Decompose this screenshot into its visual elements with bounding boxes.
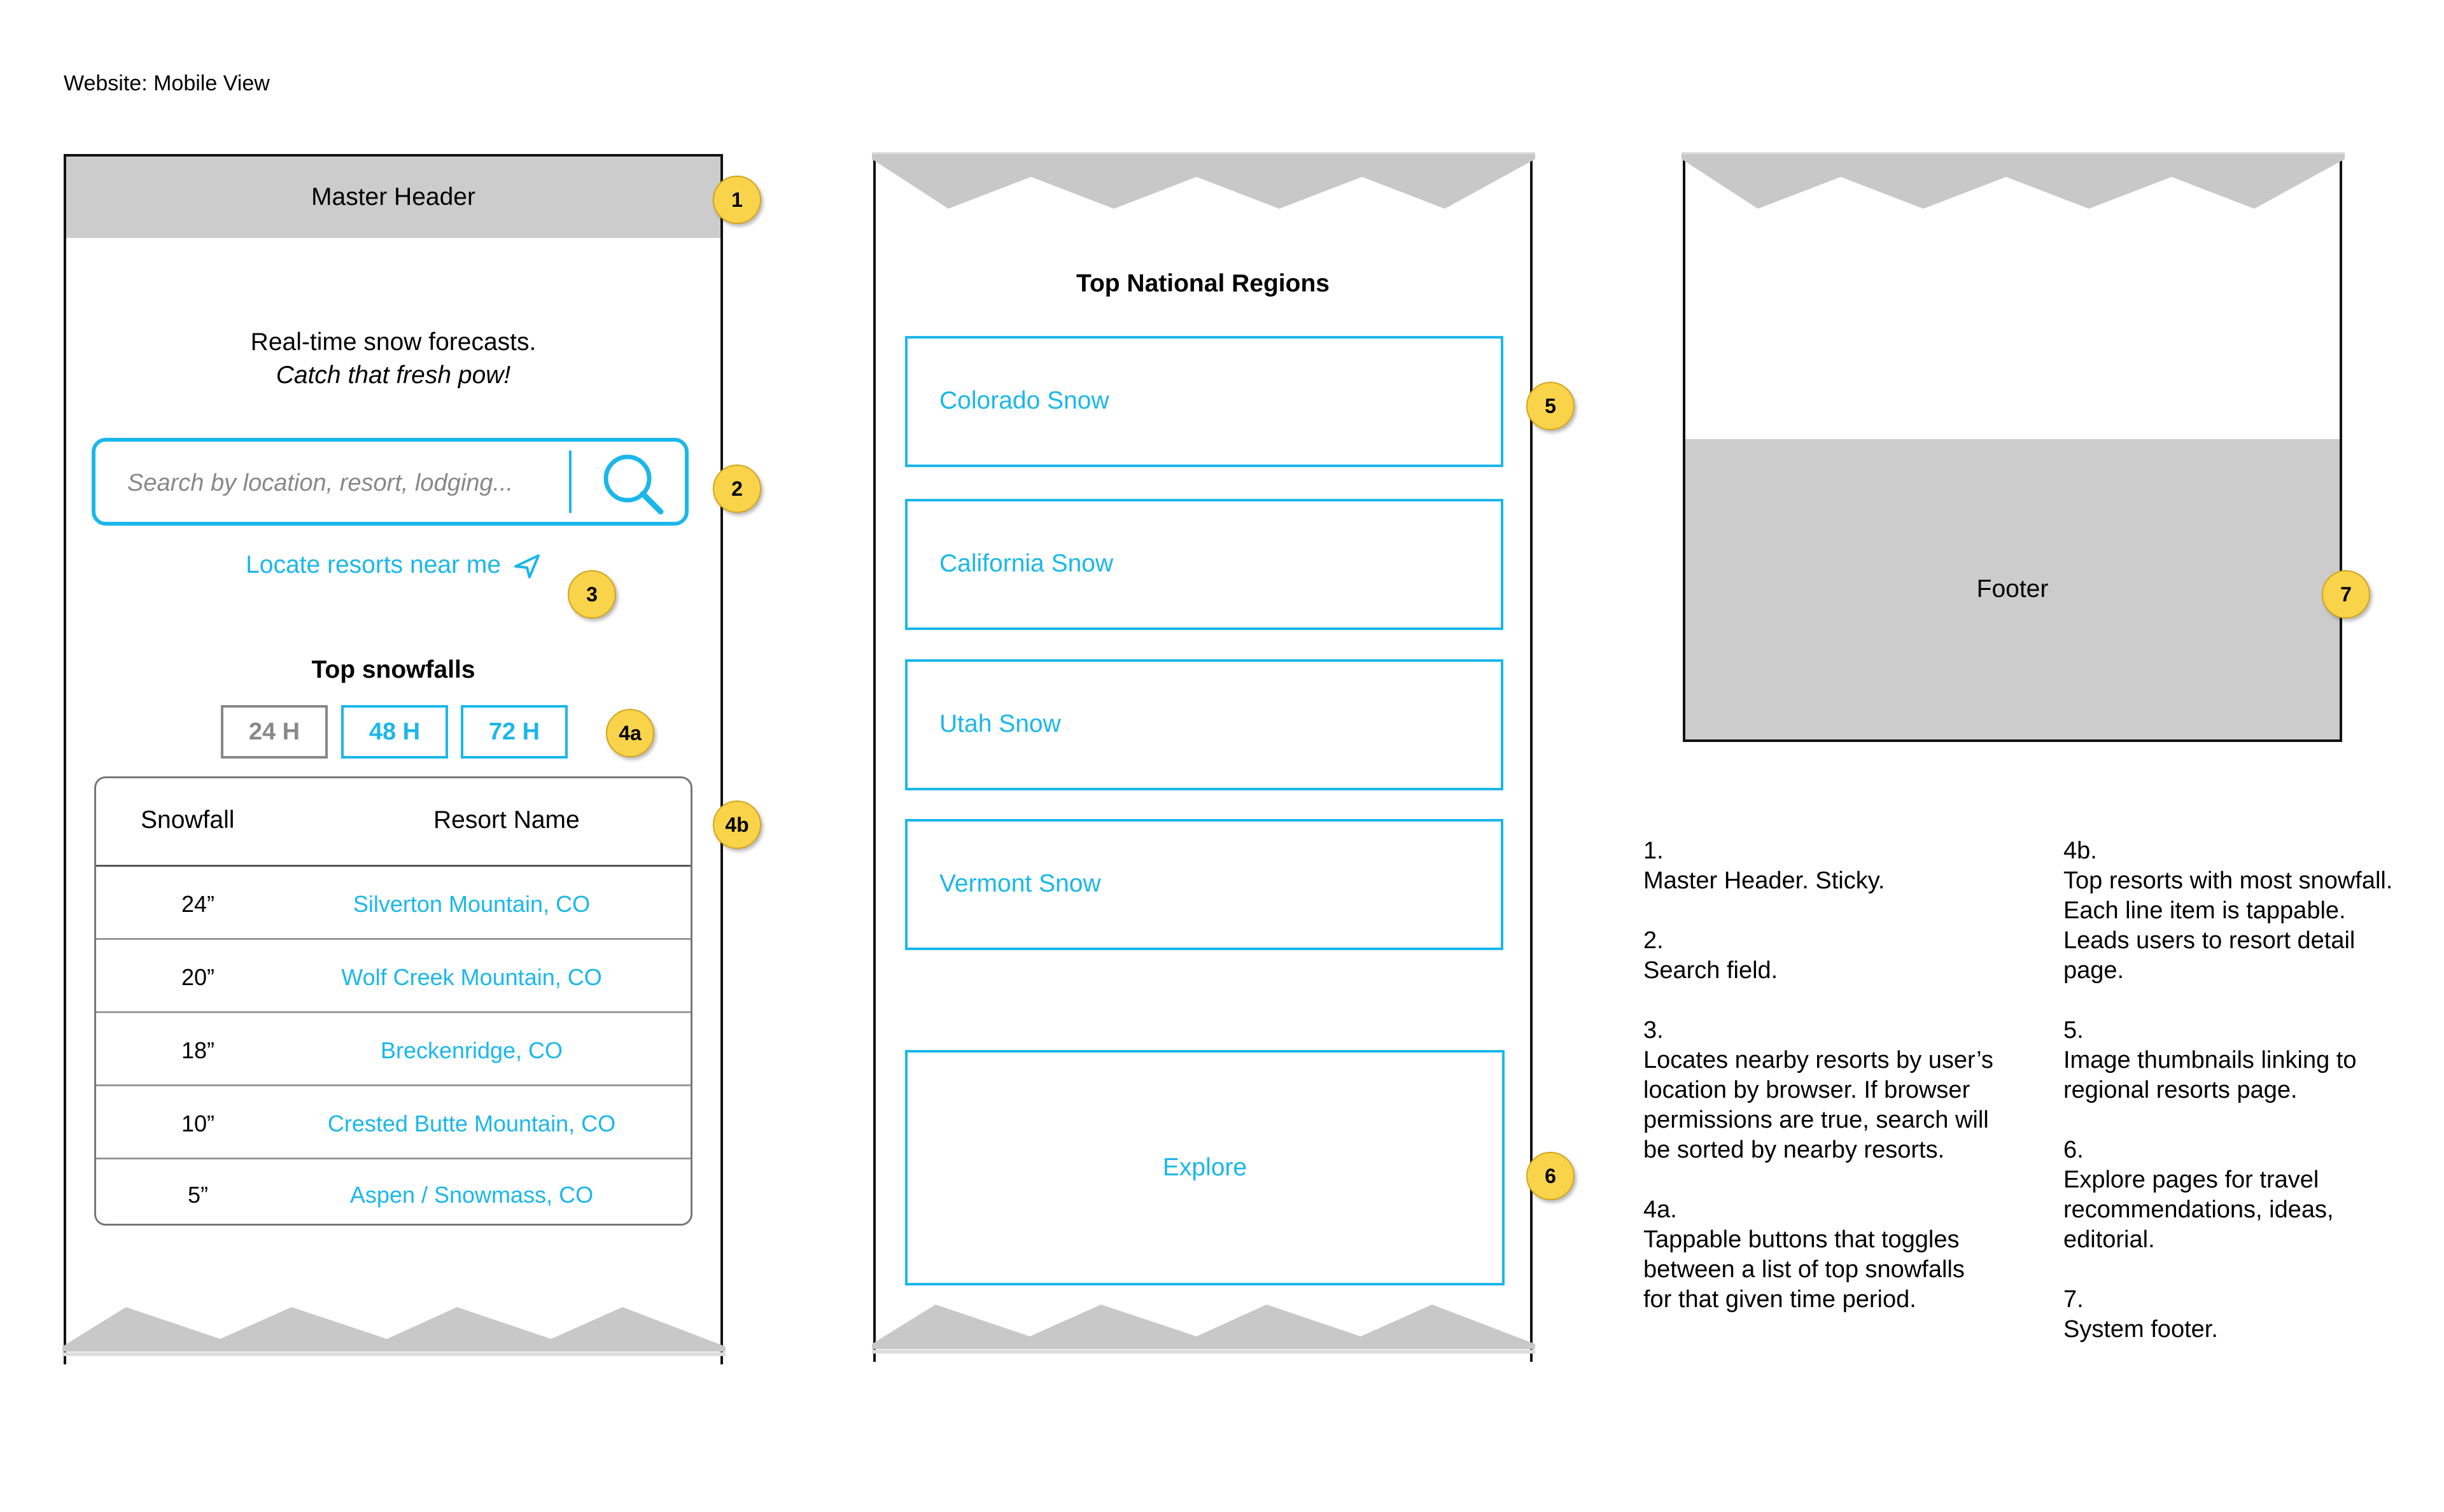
region-card-california[interactable]: California Snow bbox=[905, 499, 1503, 630]
note-text: editorial. bbox=[2063, 1226, 2155, 1253]
note-number: 6. bbox=[2063, 1137, 2084, 1163]
top-snowfalls-title: Top snowfalls bbox=[311, 656, 475, 683]
note-number: 2. bbox=[1643, 927, 1664, 954]
note-text: Tappable buttons that toggles bbox=[1643, 1226, 1960, 1253]
note-text: between a list of top snowfalls bbox=[1643, 1256, 1965, 1283]
resort-name[interactable]: Breckenridge, CO bbox=[380, 1037, 563, 1063]
note-text: Each line item is tappable. bbox=[2063, 897, 2346, 924]
note-text: Master Header. Sticky. bbox=[1643, 867, 1885, 894]
note-number: 3. bbox=[1643, 1017, 1664, 1044]
region-card-utah[interactable]: Utah Snow bbox=[905, 659, 1503, 790]
snowfall-table: Snowfall Resort Name 24” Silverton Mount… bbox=[94, 776, 692, 1226]
annotation-badge-4a: 4a bbox=[606, 709, 654, 757]
resort-name[interactable]: Silverton Mountain, CO bbox=[353, 891, 591, 917]
snowfall-value: 18” bbox=[181, 1037, 215, 1063]
note-text: recommendations, ideas, bbox=[2063, 1196, 2334, 1223]
note-text: Image thumbnails linking to bbox=[2063, 1047, 2357, 1074]
torn-edge-top bbox=[1682, 152, 2345, 209]
tab-48h[interactable]: 48 H bbox=[341, 705, 448, 759]
snowfall-value: 24” bbox=[181, 891, 215, 917]
region-label: California Snow bbox=[939, 550, 1114, 577]
annotation-badge-7: 7 bbox=[2322, 570, 2370, 619]
torn-edge-top bbox=[872, 152, 1535, 209]
annotation-badge-6: 6 bbox=[1526, 1152, 1575, 1200]
note-5: 5. Image thumbnails linking to regional … bbox=[2063, 1016, 2392, 1105]
notes-column-2: 4b. Top resorts with most snowfall. Each… bbox=[2063, 836, 2392, 1375]
mobile-screen-bottom: Footer bbox=[1682, 152, 2345, 742]
snowfall-value: 5” bbox=[187, 1182, 208, 1208]
note-2: 2. Search field. bbox=[1643, 926, 1993, 986]
note-text: Leads users to resort detail bbox=[2063, 927, 2356, 954]
tagline: Real-time snow forecasts. bbox=[250, 328, 537, 356]
snowfall-value: 20” bbox=[181, 964, 215, 990]
top-regions-title: Top National Regions bbox=[1076, 270, 1330, 297]
search-placeholder: Search by location, resort, lodging... bbox=[127, 470, 514, 496]
notes-column-1: 1. Master Header. Sticky. 2. Search fiel… bbox=[1643, 836, 1993, 1345]
note-number: 5. bbox=[2063, 1017, 2084, 1044]
column-header-snowfall: Snowfall bbox=[141, 806, 235, 834]
note-6: 6. Explore pages for travel recommendati… bbox=[2063, 1135, 2392, 1255]
resort-name[interactable]: Wolf Creek Mountain, CO bbox=[341, 964, 602, 990]
table-row[interactable]: 20” Wolf Creek Mountain, CO bbox=[96, 940, 691, 1013]
annotation-badge-1: 1 bbox=[713, 176, 761, 224]
note-text: Top resorts with most snowfall. bbox=[2063, 867, 2393, 894]
search-divider bbox=[569, 451, 572, 513]
tab-24h[interactable]: 24 H bbox=[221, 705, 328, 759]
annotation-badge-4b: 4b bbox=[713, 801, 761, 849]
note-number: 1. bbox=[1643, 837, 1664, 864]
tagline-italic: Catch that fresh pow! bbox=[276, 361, 511, 389]
snowfall-value: 10” bbox=[181, 1110, 215, 1137]
resort-name[interactable]: Crested Butte Mountain, CO bbox=[327, 1110, 616, 1137]
region-label: Vermont Snow bbox=[939, 870, 1101, 897]
note-text: page. bbox=[2063, 957, 2124, 984]
tab-72h[interactable]: 72 H bbox=[461, 705, 568, 759]
region-card-vermont[interactable]: Vermont Snow bbox=[905, 819, 1503, 950]
note-text: System footer. bbox=[2063, 1316, 2218, 1343]
note-text: Search field. bbox=[1643, 957, 1778, 984]
note-text: permissions are true, search will bbox=[1643, 1107, 1989, 1133]
mobile-screen-top: Master Header Real-time snow forecasts. … bbox=[62, 154, 726, 1364]
region-label: Colorado Snow bbox=[939, 387, 1109, 414]
torn-edge-bottom bbox=[872, 1305, 1535, 1354]
note-3: 3. Locates nearby resorts by user’s loca… bbox=[1643, 1016, 1993, 1165]
search-icon[interactable] bbox=[598, 449, 668, 519]
table-row[interactable]: 18” Breckenridge, CO bbox=[96, 1013, 691, 1086]
annotation-badge-2: 2 bbox=[713, 465, 761, 513]
note-text: regional resorts page. bbox=[2063, 1077, 2298, 1103]
note-1: 1. Master Header. Sticky. bbox=[1643, 836, 1993, 896]
note-text: location by browser. If browser bbox=[1643, 1077, 1970, 1103]
page-title: Website: Mobile View bbox=[64, 71, 270, 95]
note-number: 4b. bbox=[2063, 837, 2097, 864]
annotation-badge-3: 3 bbox=[568, 570, 616, 619]
note-4b: 4b. Top resorts with most snowfall. Each… bbox=[2063, 836, 2392, 986]
locate-resorts-link[interactable]: Locate resorts near me bbox=[66, 551, 720, 579]
annotation-badge-5: 5 bbox=[1526, 382, 1575, 430]
explore-card[interactable]: Explore bbox=[905, 1050, 1505, 1285]
footer-label: Footer bbox=[1976, 575, 2049, 603]
table-row[interactable]: 10” Crested Butte Mountain, CO bbox=[96, 1086, 691, 1159]
table-row[interactable]: 24” Silverton Mountain, CO bbox=[96, 867, 691, 940]
torn-edge-bottom bbox=[62, 1307, 726, 1356]
note-4a: 4a. Tappable buttons that toggles betwee… bbox=[1643, 1195, 1993, 1315]
note-text: for that given time period. bbox=[1643, 1286, 1916, 1313]
region-label: Utah Snow bbox=[939, 710, 1061, 738]
footer: Footer bbox=[1685, 439, 2340, 739]
note-number: 7. bbox=[2063, 1286, 2084, 1313]
location-arrow-icon bbox=[514, 554, 540, 578]
master-header: Master Header bbox=[66, 157, 720, 238]
locate-resorts-label: Locate resorts near me bbox=[246, 551, 502, 578]
column-header-resort: Resort Name bbox=[433, 806, 580, 834]
search-field[interactable]: Search by location, resort, lodging... bbox=[92, 438, 689, 526]
explore-label: Explore bbox=[1162, 1154, 1247, 1181]
mobile-screen-middle: Top National Regions Colorado Snow Calif… bbox=[872, 152, 1535, 1362]
region-card-colorado[interactable]: Colorado Snow bbox=[905, 336, 1503, 467]
note-text: Locates nearby resorts by user’s bbox=[1643, 1047, 1993, 1074]
resort-name[interactable]: Aspen / Snowmass, CO bbox=[349, 1182, 594, 1208]
table-header: Snowfall Resort Name bbox=[96, 778, 691, 867]
table-row[interactable]: 5” Aspen / Snowmass, CO bbox=[96, 1158, 691, 1229]
note-text: be sorted by nearby resorts. bbox=[1643, 1137, 1945, 1163]
note-7: 7. System footer. bbox=[2063, 1285, 2392, 1345]
note-number: 4a. bbox=[1643, 1196, 1677, 1223]
note-text: Explore pages for travel bbox=[2063, 1166, 2319, 1193]
